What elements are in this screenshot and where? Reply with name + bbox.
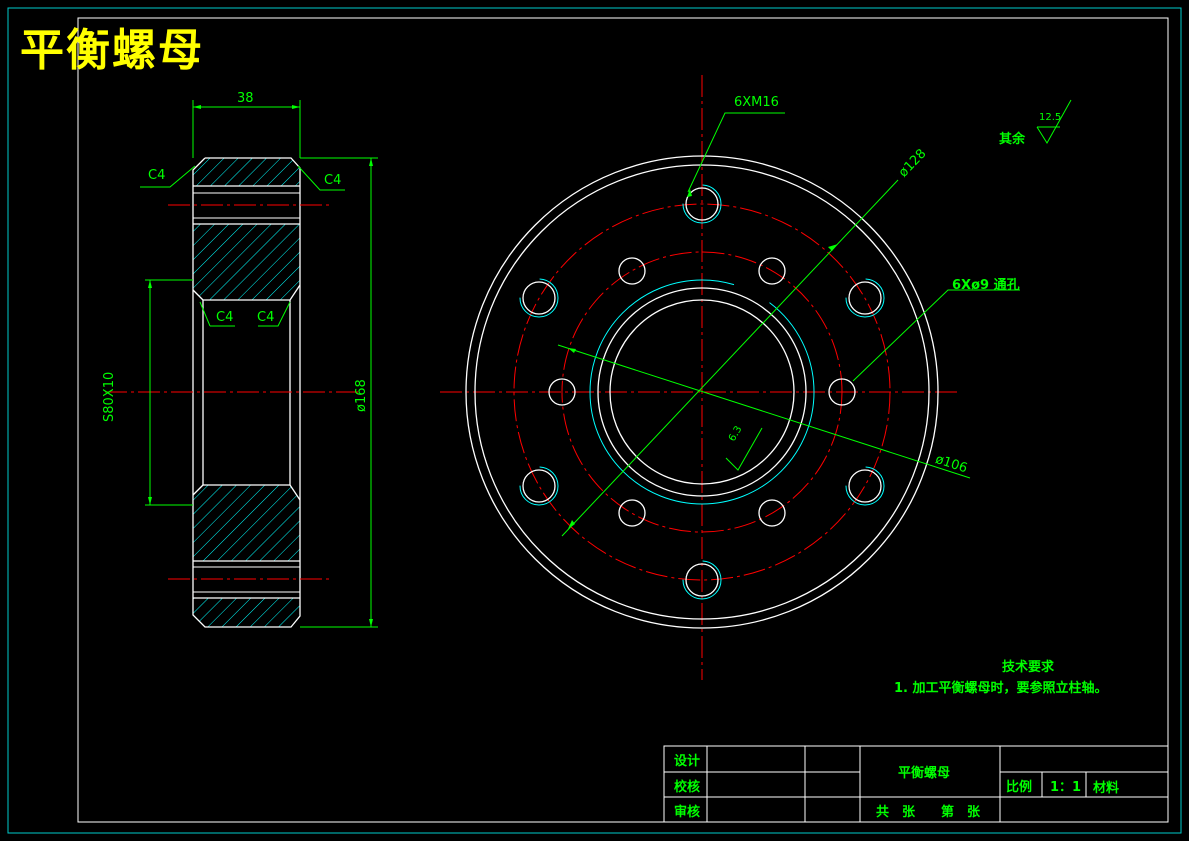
- tb-scale-value: 1：1: [1050, 780, 1082, 795]
- thread-major: [589, 279, 815, 505]
- hatch-lower-chamfer: [193, 485, 300, 505]
- hatch-lower-band: [193, 505, 300, 561]
- hatch-upper-chamfer: [193, 280, 300, 300]
- drawing-title: 平衡螺母: [20, 25, 204, 76]
- dim-holes-d9: 6Xø9 通孔: [952, 278, 1020, 293]
- rest-surface-note: 其余: [999, 132, 1026, 147]
- dim-chamfer-top-left: C4: [148, 168, 166, 183]
- hatch-upper-band: [193, 224, 300, 280]
- tb-part-name: 平衡螺母: [898, 766, 951, 781]
- tech-req-item-1: 1. 加工平衡螺母时，要参照立柱轴。: [894, 681, 1108, 696]
- tb-scale-label: 比例: [1006, 780, 1033, 795]
- roughness-12-5: 12.5: [1039, 112, 1062, 123]
- tb-design: 设计: [674, 754, 701, 769]
- dim-chamfer-inner-right: C4: [257, 310, 275, 325]
- tb-review: 审核: [674, 805, 701, 820]
- dim-dia-168: ø168: [354, 379, 369, 412]
- dim-chamfer-inner-left: C4: [216, 310, 234, 325]
- front-view: [440, 75, 1072, 680]
- outer-frame: [7, 7, 1182, 834]
- hatch-top: [193, 158, 300, 186]
- title-block: [663, 745, 1169, 823]
- tech-req-title: 技术要求: [1002, 660, 1055, 675]
- tb-check: 校核: [674, 780, 701, 795]
- tb-material-label: 材料: [1093, 781, 1120, 796]
- dim-holes-m16: 6XM16: [734, 95, 779, 110]
- dim-width-38: 38: [237, 91, 254, 106]
- inner-frame: [77, 17, 1169, 823]
- dim-chamfer-top-right: C4: [324, 173, 342, 188]
- dim-thread-s80: S80X10: [102, 371, 117, 422]
- section-view: [105, 100, 378, 628]
- tb-sheets: 共 张 第 张: [876, 805, 981, 820]
- hatch-bottom: [193, 598, 300, 627]
